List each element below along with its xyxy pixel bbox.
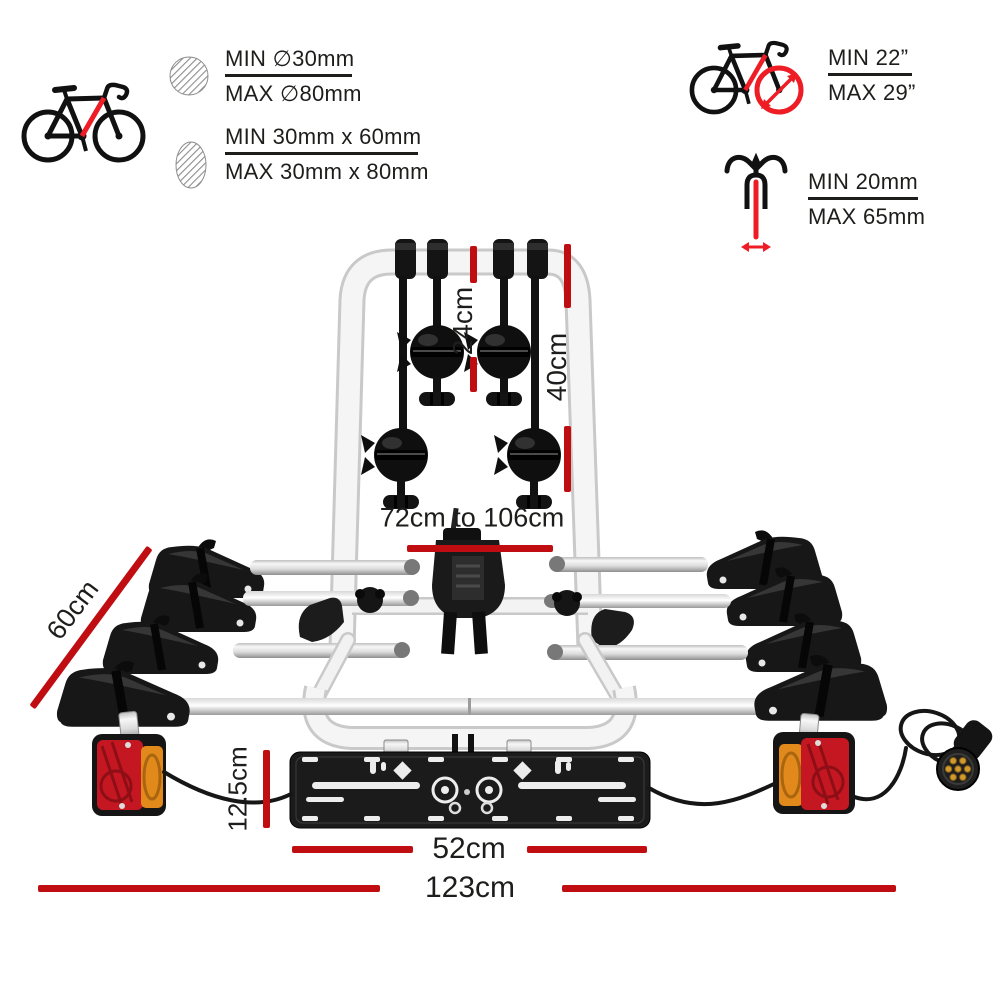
spec-wheel-size-min: MIN 22” bbox=[828, 45, 909, 70]
spec-divider bbox=[828, 73, 912, 76]
spec-fork-spacing-min: MIN 20mm bbox=[808, 169, 918, 194]
dimension-label-plate-width: 52cm bbox=[432, 832, 506, 865]
tail-light-right bbox=[773, 713, 855, 814]
dimension-line-123cm-left bbox=[38, 885, 380, 892]
fork-width-icon bbox=[724, 152, 788, 252]
rail-knobs bbox=[298, 587, 634, 648]
spec-frame-tube-oval: MIN 30mm x 60mm MAX 30mm x 80mm bbox=[225, 123, 429, 185]
spec-frame-tube-round-max: MAX ∅80mm bbox=[225, 81, 362, 106]
road-bike-icon bbox=[24, 85, 146, 160]
dimension-line-72-106cm bbox=[407, 545, 553, 552]
hatched-oval-icon bbox=[175, 141, 207, 189]
dimension-line-40cm-top bbox=[564, 244, 571, 308]
tail-light-left bbox=[92, 710, 166, 816]
spec-fork-spacing: MIN 20mm MAX 65mm bbox=[808, 168, 925, 230]
spec-divider bbox=[225, 152, 418, 155]
dimension-line-52cm-right bbox=[527, 846, 647, 853]
seven-pin-plug-icon bbox=[936, 720, 993, 791]
spec-wheel-size: MIN 22” MAX 29” bbox=[828, 44, 916, 106]
hatched-circle-icon bbox=[169, 56, 209, 96]
dimension-line-24cm-bottom bbox=[470, 357, 477, 392]
license-plate-holder bbox=[289, 734, 651, 829]
dimension-line-24cm-top bbox=[470, 246, 477, 283]
spec-divider bbox=[225, 74, 352, 77]
dimension-line-12-5cm bbox=[263, 750, 270, 828]
dimension-line-52cm-left bbox=[292, 846, 413, 853]
dimension-label-arm-drop: 24cm bbox=[447, 286, 478, 356]
dimension-label-plate-offset: 12.5cm bbox=[222, 746, 253, 832]
spec-frame-tube-oval-min: MIN 30mm x 60mm bbox=[225, 124, 422, 149]
dimension-label-adjustable-width: 72cm to 106cm bbox=[379, 502, 565, 533]
clamp-arms bbox=[361, 239, 561, 509]
spec-fork-spacing-max: MAX 65mm bbox=[808, 204, 926, 229]
dimension-line-40cm-bottom bbox=[564, 426, 571, 492]
dimension-line-123cm-right bbox=[562, 885, 896, 892]
spec-wheel-size-max: MAX 29” bbox=[828, 80, 916, 105]
bike-wheel-diameter-icon bbox=[692, 43, 804, 112]
spec-divider bbox=[808, 197, 918, 200]
main-cross-beam bbox=[148, 698, 868, 715]
hitch-clamp bbox=[432, 507, 505, 655]
spec-frame-tube-round: MIN ∅30mm MAX ∅80mm bbox=[225, 45, 362, 107]
dimension-label-overall-width: 123cm bbox=[424, 871, 516, 904]
spec-frame-tube-round-min: MIN ∅30mm bbox=[225, 46, 355, 71]
dimension-label-frame-height: 40cm bbox=[541, 332, 572, 402]
spec-frame-tube-oval-max: MAX 30mm x 80mm bbox=[225, 159, 429, 184]
